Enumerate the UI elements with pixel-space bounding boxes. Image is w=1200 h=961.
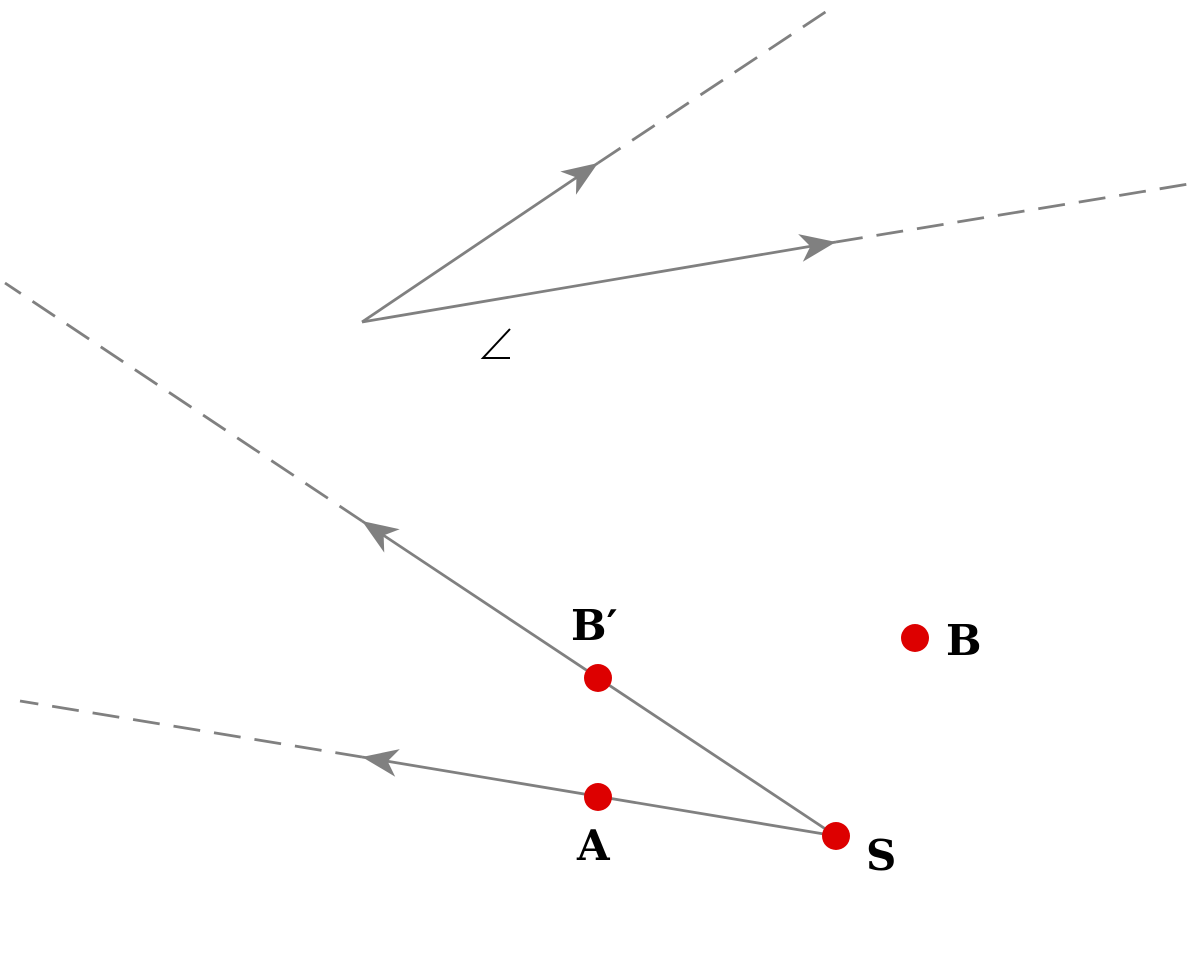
angle-ray-upper-arrowhead <box>560 151 606 195</box>
point-s <box>822 822 850 850</box>
angle-icon <box>480 328 511 359</box>
rays-from-s <box>4 281 837 838</box>
ray-s-through-a-extension <box>19 699 363 759</box>
angle-ray-upper <box>361 161 599 324</box>
ray-s-through-bprime-arrowhead <box>354 509 400 553</box>
angle-ray-lower-arrowhead <box>798 228 839 262</box>
ray-s-through-a-arrowhead <box>359 743 400 777</box>
angle-ray-upper-extension <box>597 3 837 165</box>
angle-ray-lower <box>361 240 837 324</box>
label-b-prime: B′ <box>571 601 618 650</box>
label-b: B <box>946 616 982 665</box>
label-a: A <box>576 821 611 870</box>
label-s: S <box>866 831 896 880</box>
angle-vectors <box>361 3 1196 324</box>
ray-s-through-bprime-extension <box>4 281 363 523</box>
point-b <box>901 624 929 652</box>
angle-ray-lower-extension <box>835 181 1196 244</box>
point-b-prime <box>584 664 612 692</box>
point-a <box>584 783 612 811</box>
